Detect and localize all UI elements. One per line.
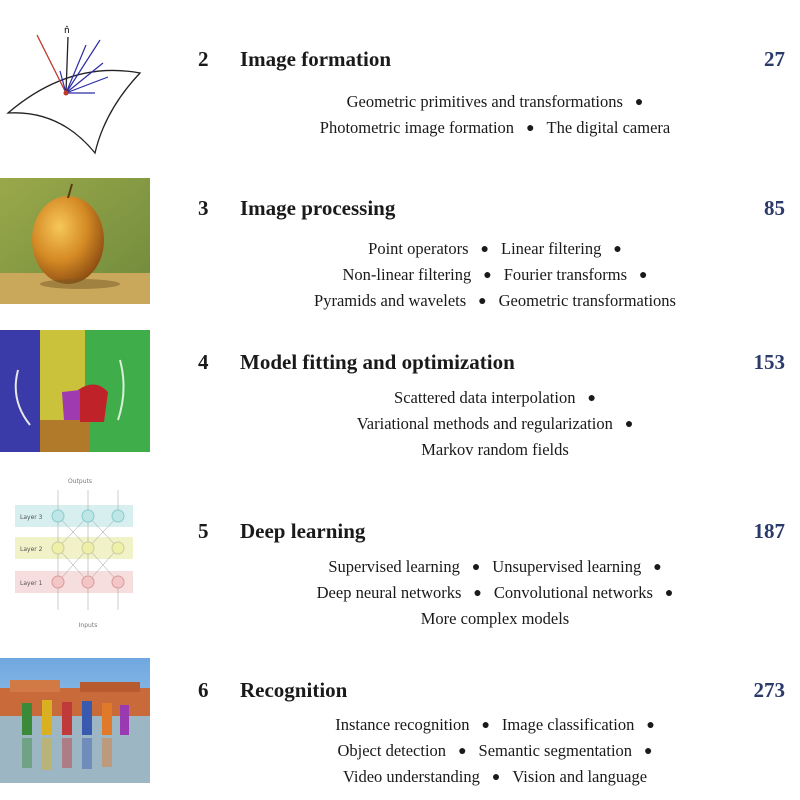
topic-item[interactable]: Pyramids and wavelets [314,291,467,310]
chapter-number: 5 [198,519,209,543]
segmentation-image [0,330,150,452]
bullet-separator: ● [480,242,490,257]
chapter-title[interactable]: Recognition [240,678,348,702]
bullet-separator: ● [526,121,535,136]
topic-line: Video understanding ● Vision and language [230,765,760,791]
topic-line: Point operators ● Linear filtering ● [230,237,760,263]
outputs-label: Outputs [68,478,92,485]
topic-line: Instance recognition ● Image classificatio… [230,713,760,739]
bullet-separator: ● [473,586,482,601]
chapter-title[interactable]: Image formation [240,47,392,71]
topic-item[interactable]: Geometric primitives and transformations [346,92,623,111]
topic-item[interactable]: Unsupervised learning [492,557,642,576]
chapter-2[interactable]: n̂ 2 Image formation 27 Geometric primit… [0,0,800,160]
bullet-separator: ● [624,417,634,432]
chapter-title[interactable]: Model fitting and optimization [240,350,515,374]
topic-item[interactable]: Variational methods and regularization [356,414,613,433]
chapter-6[interactable]: 6 Recognition 273 Instance recognition●I… [0,650,800,800]
topic-item[interactable]: Non-linear filtering [342,265,472,284]
topic-item[interactable]: Fourier transforms [503,265,628,284]
page-number[interactable]: 153 [753,350,786,374]
topic-line: Variational methods and regularization ● [230,412,760,438]
chapter-4[interactable]: 4 Model fitting and optimization 153 Sca… [0,325,800,465]
bullet-separator: ● [653,560,662,575]
topic-item[interactable]: Geometric transformations [498,291,676,310]
layer-3-label: Layer 3 [20,514,43,521]
topic-line: Object detection ● Semantic segmentation ● [230,739,760,765]
bullet-separator: ● [458,744,467,759]
normal-label: n̂ [64,25,70,36]
layer-2-label: Layer 2 [20,546,43,553]
topic-line: Supervised learning ● Unsupervised learnin… [230,555,760,581]
chapter-number: 3 [198,196,209,220]
topic-item[interactable]: Semantic segmentation [478,741,633,760]
topic-item[interactable]: Instance recognition [335,715,470,734]
topic-item[interactable]: Convolutional networks [493,583,653,602]
page-number[interactable]: 85 [764,196,785,220]
topic-line: Markov random fields [230,438,760,462]
chapter-3[interactable]: 3 Image processing 85 Point operators ● Li… [0,170,800,315]
topic-item[interactable]: Linear filtering [501,239,602,258]
topic-item[interactable]: Video understanding [342,767,480,786]
topic-list: Instance recognition ● Image classificatio… [230,713,760,791]
topic-line: Deep neural networks ● Convolutional netwo… [230,581,760,607]
topic-line: Pyramids and wavelets ● Geometric transfor… [230,289,760,315]
topic-list: Point operators●Linear filtering●Non-lin… [230,237,760,315]
topic-item[interactable]: Image classification [501,715,635,734]
chapter-number: 2 [198,47,209,71]
bullet-separator: ● [587,391,596,406]
surface-normal-diagram: n̂ [0,15,150,155]
topic-item[interactable]: Supervised learning [328,557,460,576]
inputs-label: Inputs [79,622,98,629]
chapter-title[interactable]: Image processing [240,196,396,220]
topic-item[interactable]: The digital camera [546,118,671,137]
neural-network-diagram: Outputs Layer 3 Layer 2 Layer 1 Inputs [0,475,150,635]
topic-line: Geometric primitives and transformations… [230,90,760,116]
topic-item[interactable]: More complex models [420,609,570,628]
topic-line: Non-linear filtering ● Fourier transforms ● [230,263,760,289]
apple-photo [0,178,150,304]
bullet-separator: ● [483,268,492,283]
page-number[interactable]: 273 [753,678,786,702]
bullet-separator: ● [613,242,622,257]
chapter-title[interactable]: Deep learning [240,519,366,543]
topic-item[interactable]: Markov random fields [421,440,569,459]
topic-list: Supervised learning ● Unsupervised learnin… [230,555,760,631]
topic-line: Scattered data interpolation ● [230,386,760,412]
layer-1-label: Layer 1 [20,580,43,587]
bullet-separator: ● [478,294,487,309]
chapter-number: 6 [198,678,209,702]
page-number[interactable]: 187 [753,519,786,543]
bullet-separator: ● [639,268,648,283]
topic-item[interactable]: Deep neural networks [316,583,462,602]
chapter-number: 4 [198,350,209,374]
topic-item[interactable]: Object detection [337,741,447,760]
bullet-separator: ● [481,718,490,733]
bullet-separator: ● [644,744,653,759]
topic-item[interactable]: Scattered data interpolation [394,388,576,407]
topic-list: Scattered data interpolation●Variational… [230,386,760,462]
topic-line: Photometric image formation ● The digital … [230,116,760,142]
bullet-separator: ● [634,95,644,110]
page-number[interactable]: 27 [764,47,785,71]
bullet-separator: ● [491,770,501,785]
beach-people-photo [0,658,150,783]
bullet-separator: ● [646,718,655,733]
topic-list: Geometric primitives and transformations… [230,90,760,142]
bullet-separator: ● [471,560,481,575]
topic-item[interactable]: Point operators [368,239,469,258]
topic-item[interactable]: Vision and language [512,767,648,786]
bullet-separator: ● [664,586,674,601]
chapter-5[interactable]: Outputs Layer 3 Layer 2 Layer 1 Inputs 5… [0,475,800,640]
topic-line: More complex models [230,607,760,631]
topic-item[interactable]: Photometric image formation [319,118,515,137]
